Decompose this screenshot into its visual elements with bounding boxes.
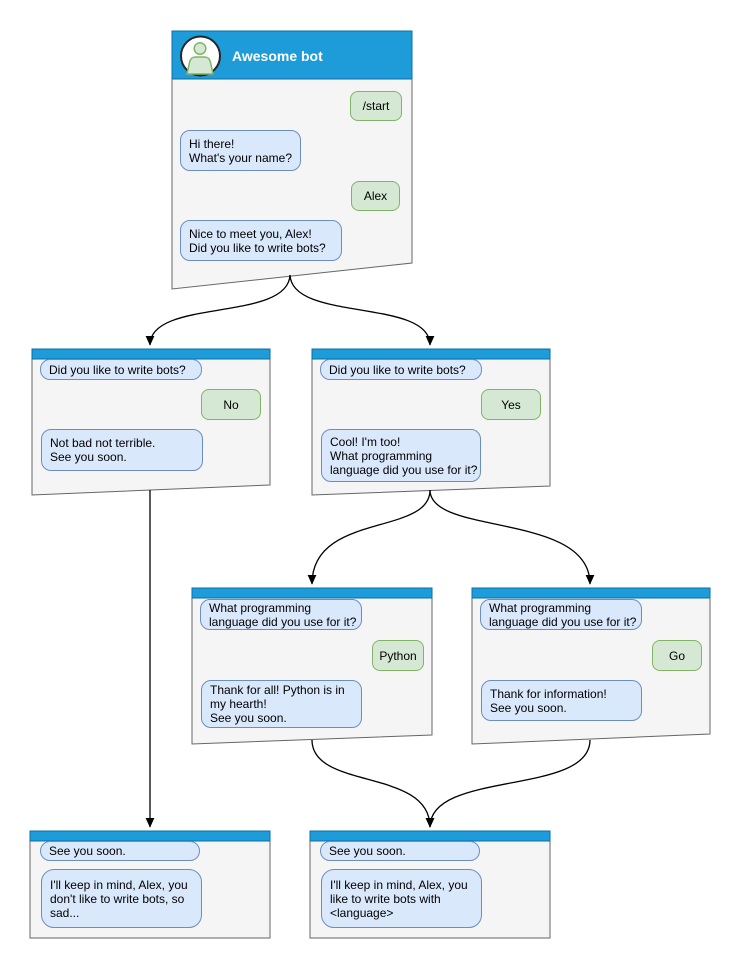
chat-window-end-yes-header	[309, 830, 551, 842]
bot-message-bubble: Did you like to write bots?	[40, 359, 202, 380]
bot-message-bubble: What programming language did you use fo…	[200, 599, 362, 630]
chat-window-yes-header	[311, 348, 551, 360]
user-message-bubble: Python	[372, 640, 424, 671]
connector-yes-to-python	[307, 489, 431, 585]
bot-message-bubble: See you soon.	[320, 841, 480, 861]
connector-root-to-yes	[289, 274, 435, 346]
bot-message-bubble: Thank for information! See you soon.	[481, 680, 642, 721]
user-message-bubble: No	[201, 389, 261, 420]
chat-title: Awesome bot	[232, 48, 323, 64]
connector-python-to-end-yes	[311, 739, 435, 828]
bot-message-bubble: I'll keep in mind, Alex, you like to wri…	[321, 869, 482, 928]
connector-go-to-end-yes	[425, 739, 591, 828]
user-message-bubble: Yes	[481, 389, 541, 420]
chat-window-python-header	[191, 587, 433, 599]
bot-message-bubble: Thank for all! Python is in my hearth! S…	[201, 680, 362, 728]
chat-window-go-header	[471, 587, 711, 599]
bot-avatar-icon	[180, 35, 221, 77]
chat-window-end-no-header	[29, 830, 271, 842]
user-message-bubble: Go	[652, 640, 702, 671]
chat-window-no-header	[31, 348, 271, 360]
bot-message-bubble: See you soon.	[40, 841, 200, 861]
connector-yes-to-go	[429, 489, 595, 585]
bot-message-bubble: Did you like to write bots?	[320, 359, 482, 380]
bot-message-bubble: Hi there! What's your name?	[180, 130, 301, 171]
connector-root-to-no	[145, 274, 291, 346]
bot-message-bubble: Nice to meet you, Alex! Did you like to …	[180, 220, 342, 261]
bot-message-bubble: I'll keep in mind, Alex, you don't like …	[41, 869, 202, 928]
user-message-bubble: /start	[350, 91, 402, 121]
bot-message-bubble: Cool! I'm too! What programming language…	[321, 429, 481, 482]
user-message-bubble: Alex	[351, 181, 400, 211]
bot-message-bubble: What programming language did you use fo…	[480, 599, 642, 630]
bot-message-bubble: Not bad not terrible. See you soon.	[41, 429, 203, 471]
